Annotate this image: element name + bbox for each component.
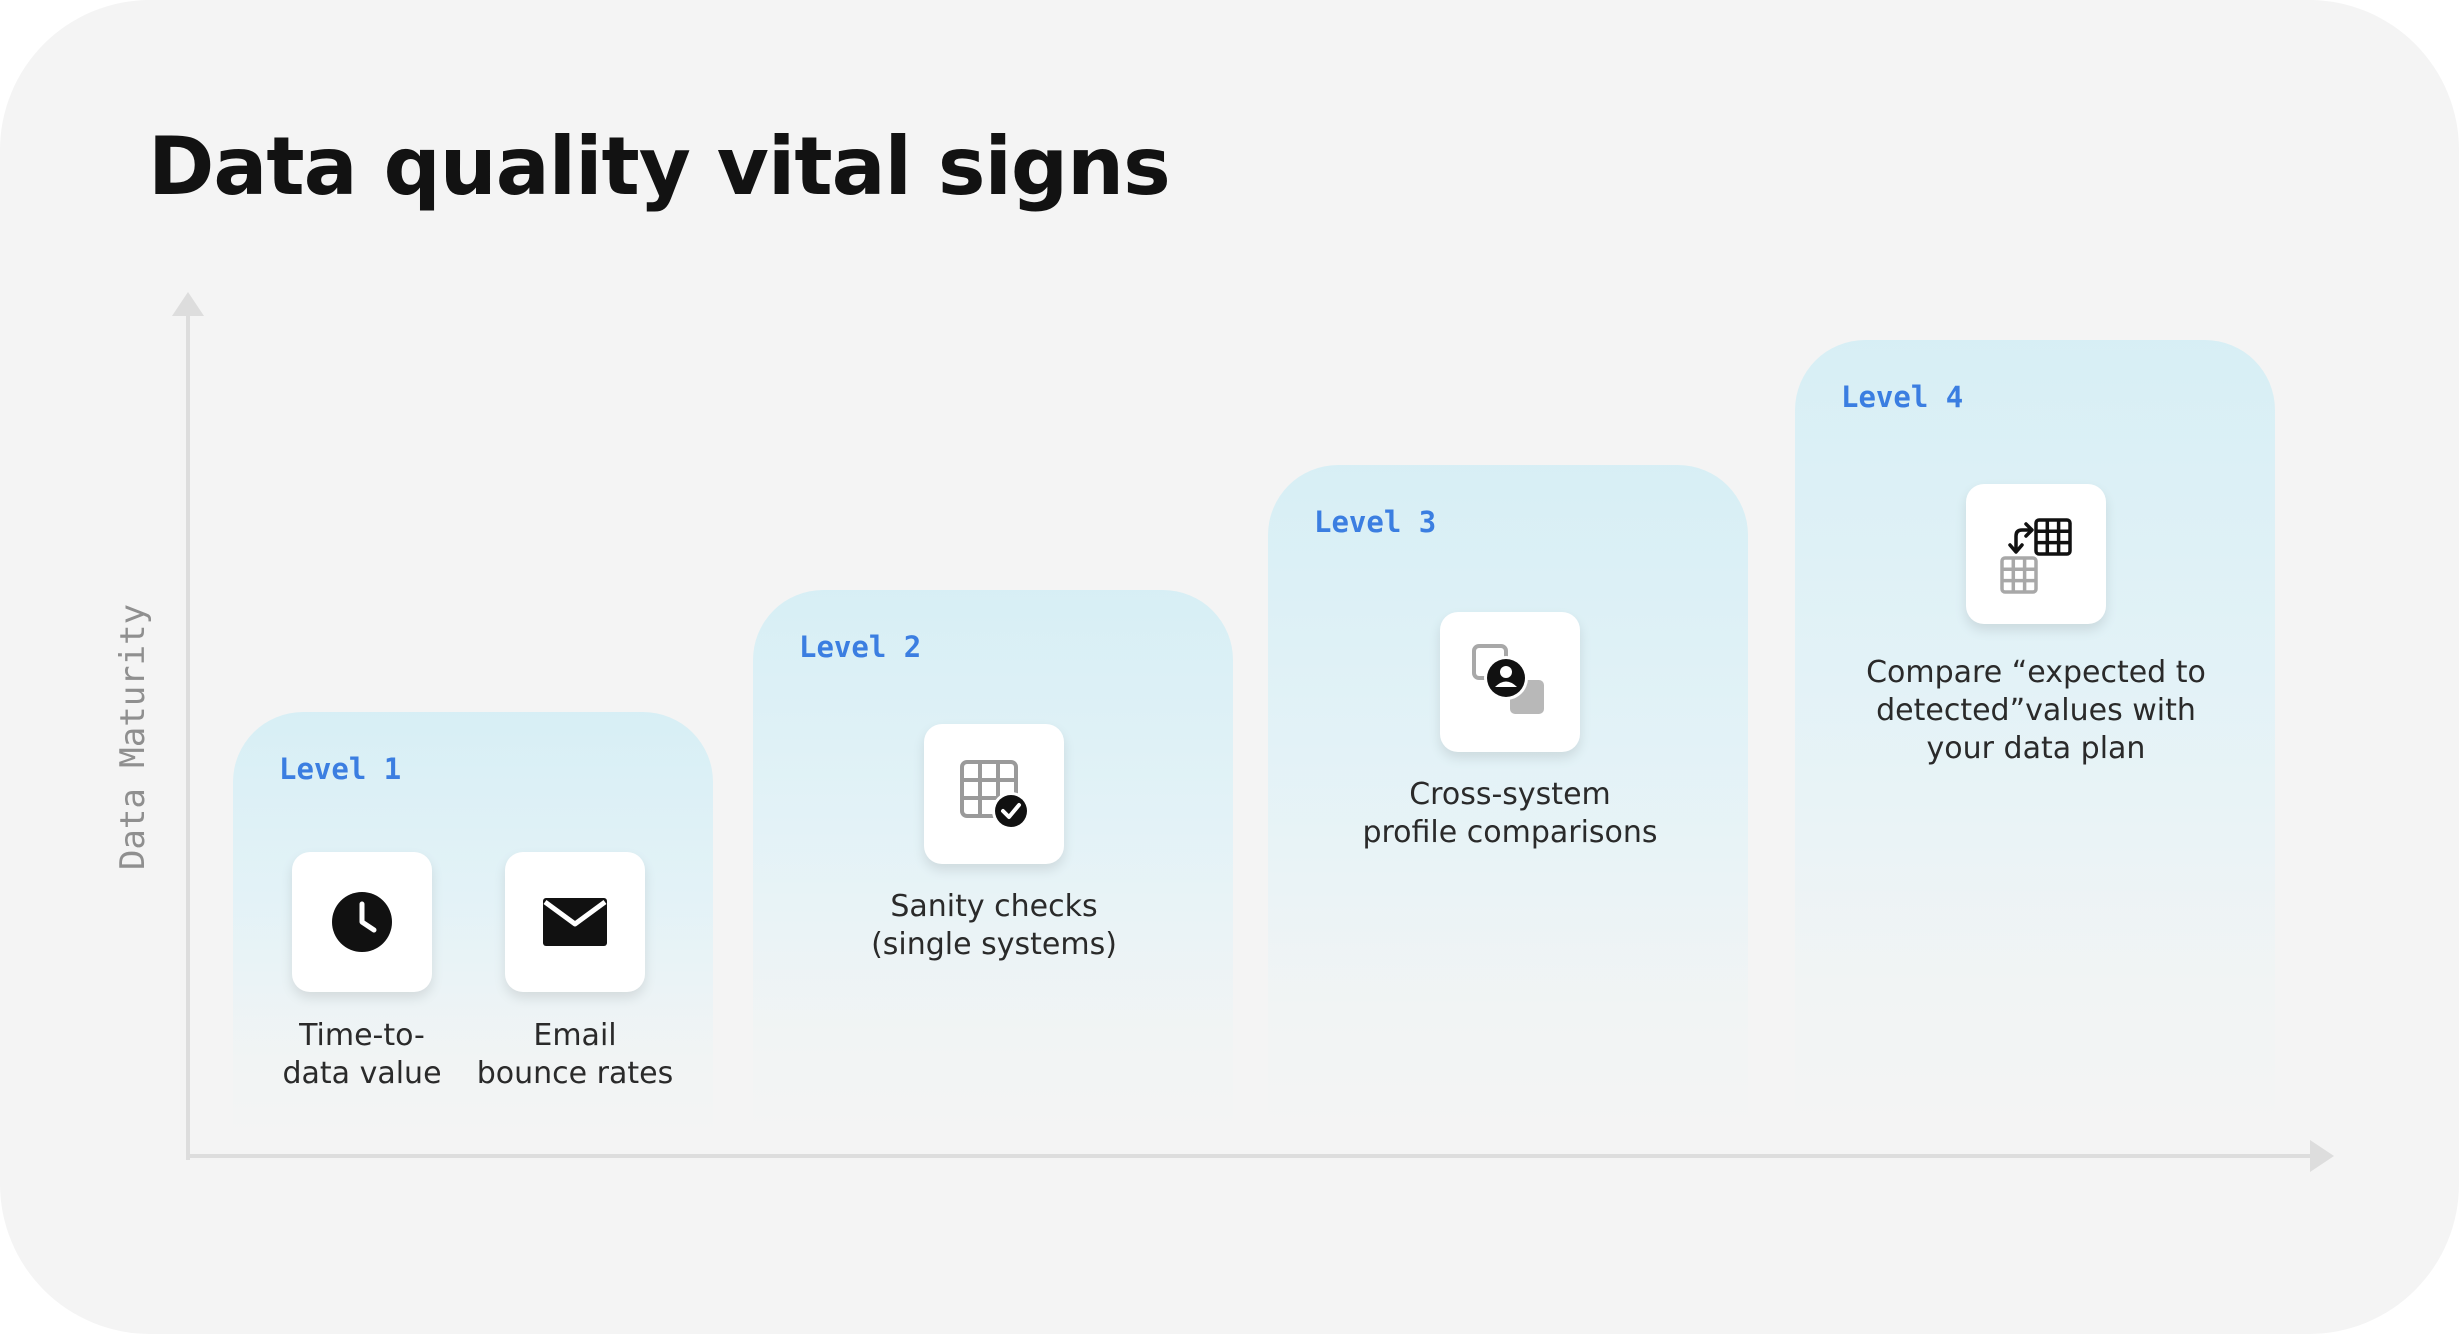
- level-2-label: Level 2: [799, 630, 922, 664]
- caption-line: detected”values with: [1876, 693, 2196, 728]
- caption-line: (single systems): [871, 927, 1117, 962]
- level-4-panel: Level 4: [1795, 340, 2275, 1140]
- table-compare-icon: [2000, 518, 2072, 594]
- caption-line: data value: [282, 1056, 442, 1091]
- profile-compare-icon: [1472, 644, 1544, 714]
- y-axis-line: [186, 310, 190, 1160]
- caption-line: Compare “expected to: [1866, 655, 2206, 690]
- level-4-label: Level 4: [1841, 380, 1964, 414]
- caption-line: Email: [533, 1018, 617, 1053]
- compare-expected-detected-caption: Compare “expected to detected”values wit…: [1826, 654, 2246, 768]
- x-axis-arrowhead: [2310, 1140, 2334, 1172]
- clock-icon: [332, 892, 392, 952]
- caption-line: bounce rates: [476, 1056, 674, 1091]
- clock-icon-tile: [292, 852, 432, 992]
- level-3-label: Level 3: [1314, 505, 1437, 539]
- x-axis-line: [186, 1154, 2326, 1158]
- table-check-icon: [960, 760, 1030, 830]
- time-to-data-value-caption: Time-to- data value: [152, 1017, 572, 1093]
- table-compare-icon-tile: [1966, 484, 2106, 624]
- page-title: Data quality vital signs: [148, 120, 1171, 213]
- sanity-checks-caption: Sanity checks (single systems): [784, 888, 1204, 964]
- envelope-icon: [543, 898, 607, 946]
- level-2-panel: Level 2: [753, 590, 1233, 1140]
- email-bounce-rates-caption: Email bounce rates: [365, 1017, 785, 1093]
- level-1-label: Level 1: [279, 752, 402, 786]
- y-axis-arrowhead: [172, 292, 204, 316]
- level-3-panel: Level 3: [1268, 465, 1748, 1140]
- y-axis-label: Data Maturity: [113, 603, 153, 871]
- caption-line: Time-to-: [299, 1018, 425, 1053]
- caption-line: profile comparisons: [1362, 815, 1658, 850]
- caption-line: Sanity checks: [890, 889, 1098, 924]
- profile-compare-icon-tile: [1440, 612, 1580, 752]
- caption-line: Cross-system: [1409, 777, 1611, 812]
- caption-line: your data plan: [1926, 731, 2146, 766]
- cross-system-comparisons-caption: Cross-system profile comparisons: [1300, 776, 1720, 852]
- table-check-icon-tile: [924, 724, 1064, 864]
- envelope-icon-tile: [505, 852, 645, 992]
